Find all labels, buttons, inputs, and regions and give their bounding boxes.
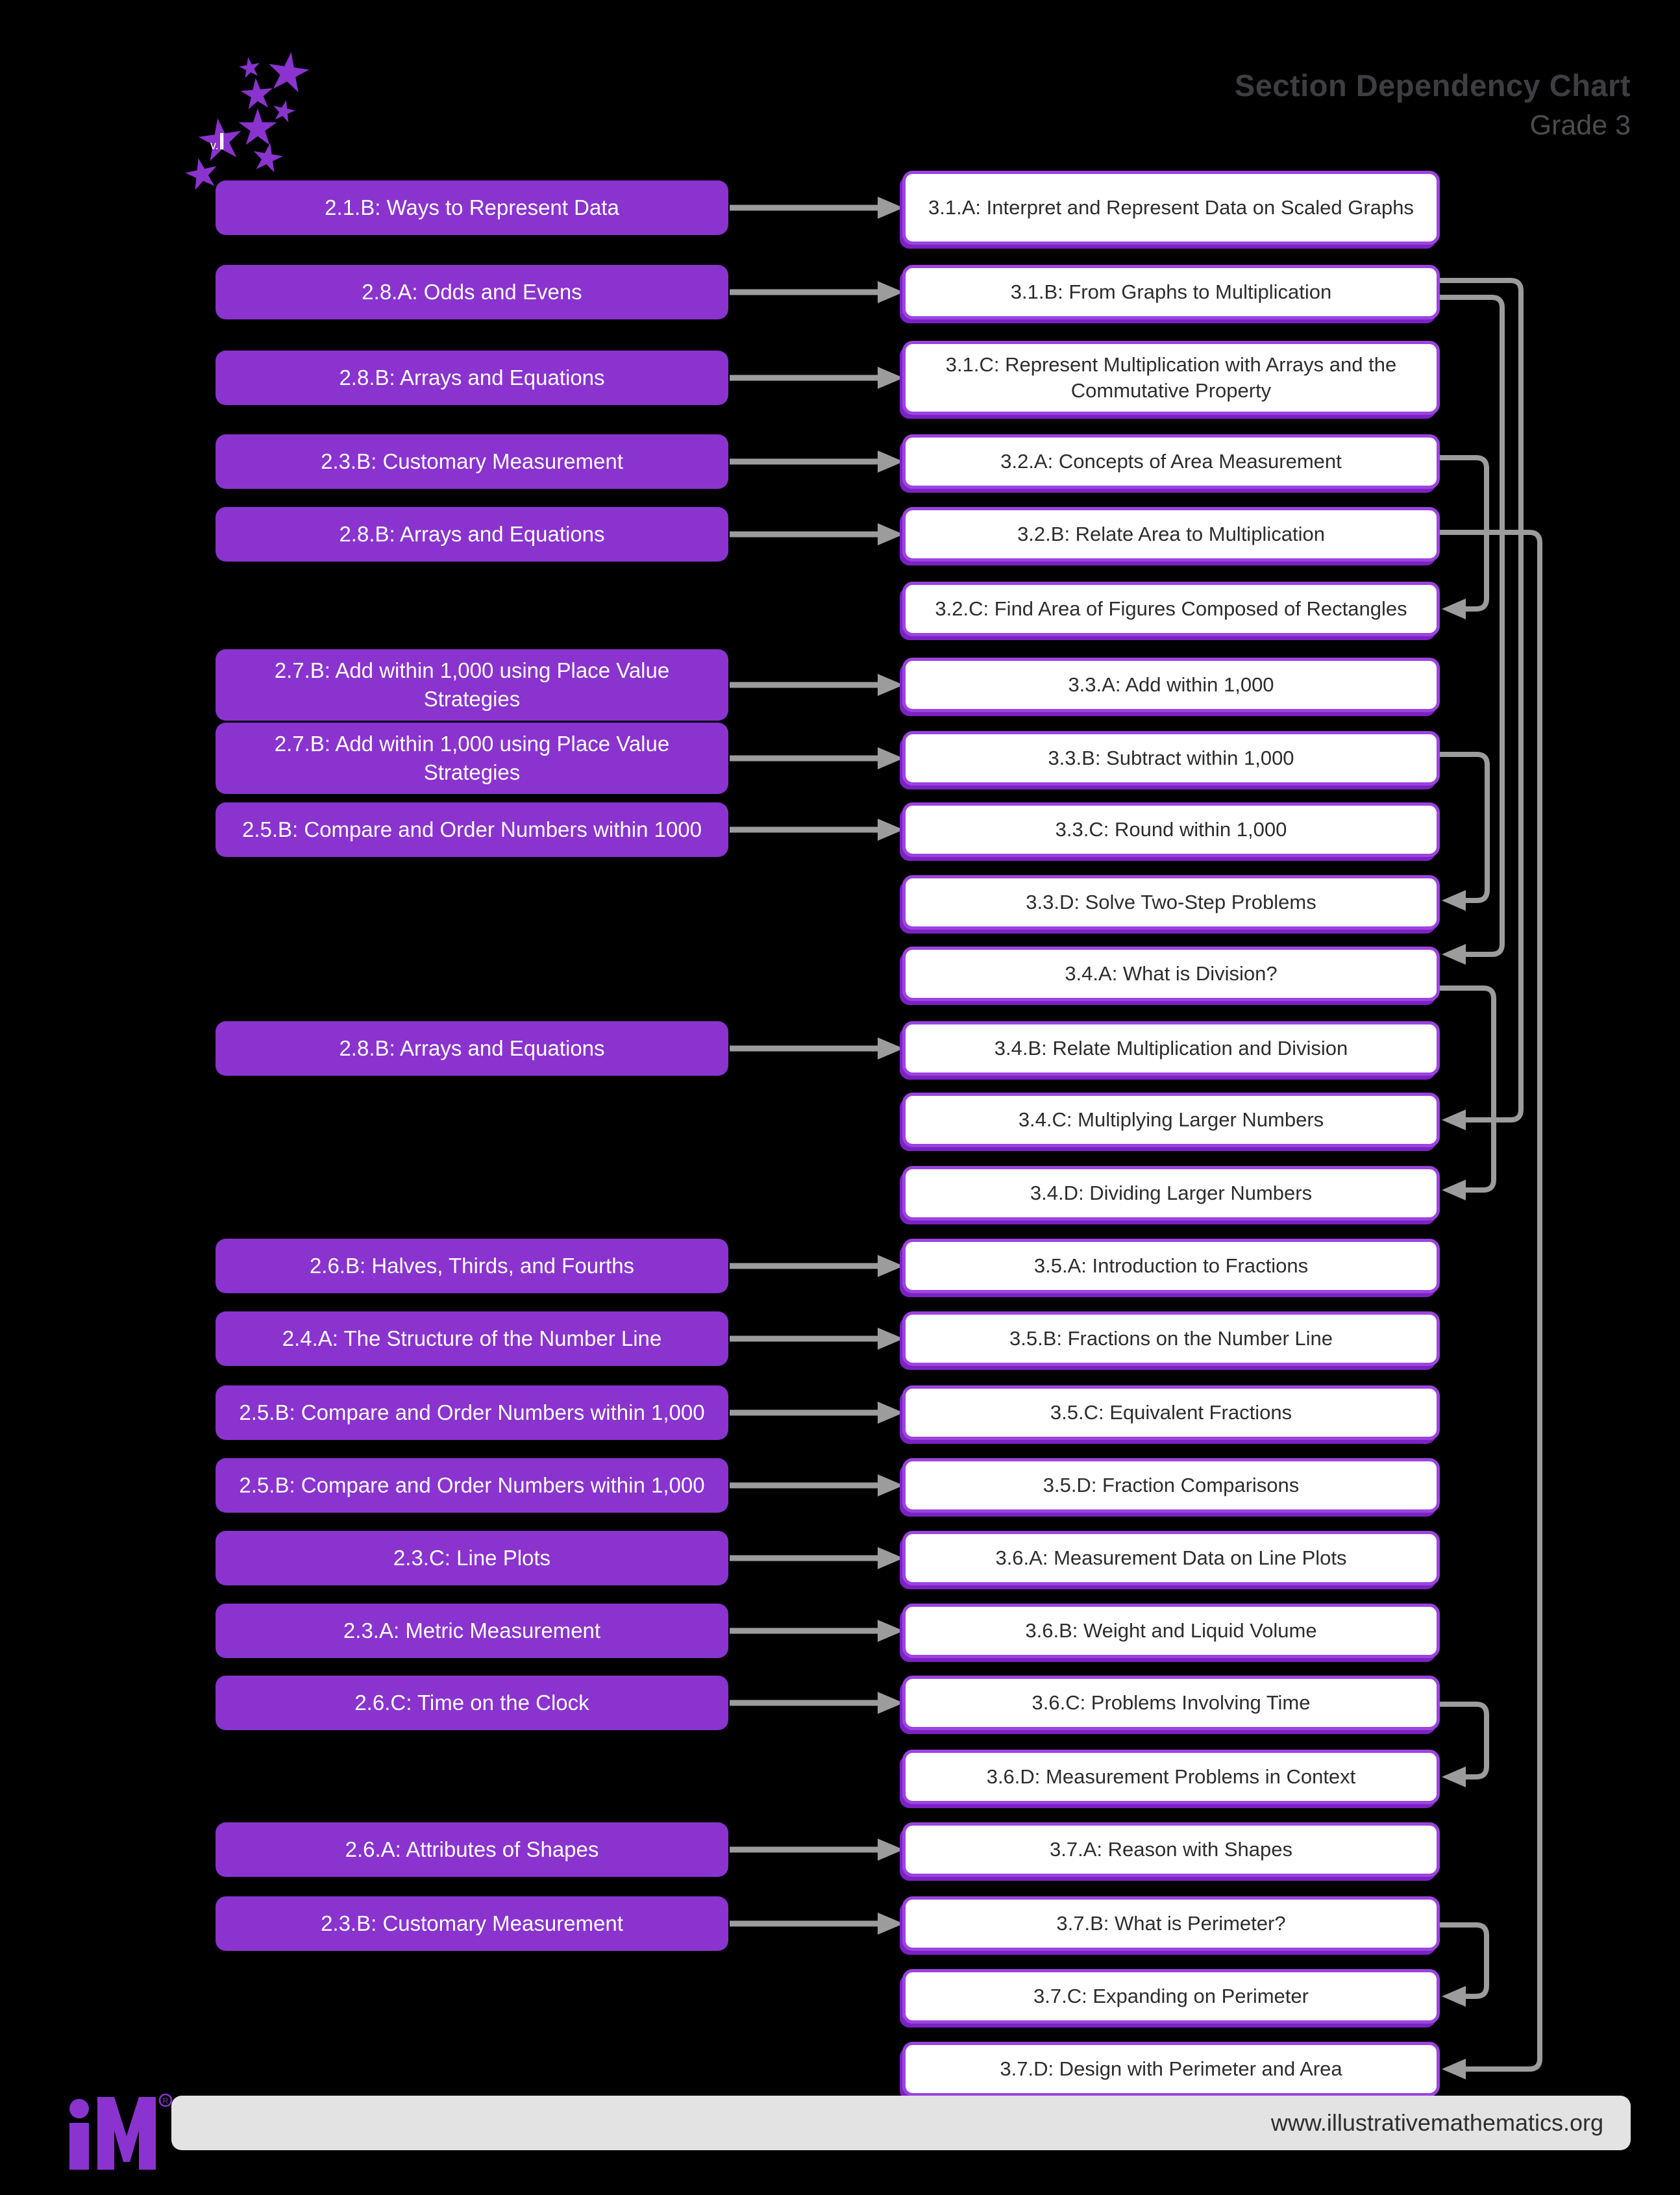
grade2-section-box: 2.8.B: Arrays and Equations — [216, 351, 728, 405]
grade3-section-box: 3.5.D: Fraction Comparisons — [902, 1458, 1440, 1513]
page-title: Section Dependency Chart — [1234, 68, 1631, 103]
grade3-section-box: 3.5.B: Fractions on the Number Line — [902, 1311, 1440, 1366]
dependency-arrowhead — [1442, 944, 1466, 965]
chart-header: Section Dependency Chart Grade 3 — [1235, 68, 1631, 142]
im-logo-m — [97, 2097, 156, 2170]
row-arrowhead — [878, 674, 904, 696]
grade3-section-box: 3.2.A: Concepts of Area Measurement — [902, 434, 1440, 489]
grade3-section-box: 3.6.B: Weight and Liquid Volume — [902, 1604, 1440, 1658]
grade3-section-box: 3.2.B: Relate Area to Multiplication — [902, 507, 1440, 562]
grade2-section-box: 2.8.B: Arrays and Equations — [216, 1021, 728, 1076]
registered-mark-icon — [158, 2093, 173, 2107]
grade3-section-box: 3.6.C: Problems Involving Time — [902, 1676, 1440, 1730]
grade3-section-box: 3.3.A: Add within 1,000 — [902, 658, 1440, 712]
dependency-arrowhead — [1442, 1180, 1466, 1200]
grade2-section-box: 2.4.A: The Structure of the Number Line — [216, 1311, 728, 1366]
row-arrowhead — [878, 367, 904, 389]
dependency-connector — [1440, 530, 1542, 2072]
im-logo-i-dot — [69, 2099, 89, 2118]
row-arrowhead — [878, 1328, 904, 1350]
grade3-section-box: 3.7.C: Expanding on Perimeter — [902, 1969, 1440, 2024]
dependency-connector — [1440, 295, 1505, 957]
grade3-section-box: 3.4.B: Relate Multiplication and Divisio… — [902, 1021, 1440, 1076]
dependency-connector — [1440, 986, 1496, 1193]
grade3-section-box: 3.4.A: What is Division? — [902, 947, 1440, 1001]
row-arrowhead — [878, 1474, 904, 1496]
grade3-section-box: 3.7.A: Reason with Shapes — [902, 1822, 1440, 1877]
star-icon — [240, 76, 275, 110]
row-arrowhead — [878, 1037, 904, 1060]
star-icon — [182, 155, 221, 192]
star-icon — [251, 140, 285, 174]
row-arrowhead — [878, 1402, 904, 1424]
grade3-section-box: 3.5.C: Equivalent Fractions — [902, 1385, 1440, 1440]
row-arrowhead — [878, 1547, 904, 1569]
row-arrowhead — [878, 1913, 904, 1935]
grade3-section-box: 3.3.D: Solve Two-Step Problems — [902, 875, 1440, 930]
dependency-connector — [1440, 278, 1524, 1122]
grade3-section-box: 3.1.B: From Graphs to Multiplication — [902, 265, 1440, 319]
star-icon — [238, 108, 277, 145]
grade2-section-box: 2.6.B: Halves, Thirds, and Fourths — [216, 1239, 728, 1293]
grade2-section-box: 2.3.A: Metric Measurement — [216, 1604, 728, 1658]
footer-url: www.illustrativemathematics.org — [1270, 2109, 1603, 2136]
dependency-arrowhead — [1442, 1110, 1466, 1130]
dependency-arrowhead — [1442, 599, 1466, 619]
registered-mark-letter: R — [163, 2096, 169, 2105]
grade2-section-box: 2.3.B: Customary Measurement — [216, 434, 728, 489]
grade2-section-box: 2.1.B: Ways to Represent Data — [216, 180, 728, 235]
grade2-section-box: 2.7.B: Add within 1,000 using Place Valu… — [216, 723, 728, 794]
dependency-arrowhead — [1442, 2059, 1466, 2079]
row-arrowhead — [878, 1839, 904, 1861]
grade2-section-box: 2.3.B: Customary Measurement — [216, 1896, 728, 1951]
star-icon — [266, 49, 312, 93]
grade2-section-box: 2.3.C: Line Plots — [216, 1531, 728, 1585]
dependency-arrowhead — [1442, 1986, 1466, 2007]
grade2-section-box: 2.8.A: Odds and Evens — [216, 265, 728, 319]
grade2-section-box: 2.6.C: Time on the Clock — [216, 1676, 728, 1730]
dependency-connector — [1440, 1702, 1489, 1780]
page-subtitle: Grade 3 — [1529, 110, 1631, 141]
dependency-arrowhead — [1442, 890, 1466, 911]
grade3-section-box: 3.3.B: Subtract within 1,000 — [902, 731, 1440, 786]
row-arrowhead — [878, 281, 904, 303]
grade3-section-box: 3.5.A: Introduction to Fractions — [902, 1239, 1440, 1293]
row-arrowhead — [878, 1692, 904, 1714]
row-arrowhead — [878, 819, 904, 841]
row-arrowhead — [878, 451, 904, 473]
im-logo-i-stem — [69, 2123, 89, 2170]
grade3-section-box: 3.6.D: Measurement Problems in Context — [902, 1750, 1440, 1804]
im-logo: R — [69, 2093, 173, 2170]
row-arrowhead — [878, 747, 904, 769]
row-arrowhead — [878, 1255, 904, 1277]
grade3-section-box: 3.7.D: Design with Perimeter and Area — [902, 2042, 1440, 2096]
row-arrowhead — [878, 1620, 904, 1642]
grade2-section-box: 2.5.B: Compare and Order Numbers within … — [216, 1458, 728, 1513]
footer-bar: www.illustrativemathematics.org — [171, 2096, 1631, 2150]
grade3-section-box: 3.1.A: Interpret and Represent Data on S… — [902, 171, 1440, 245]
grade3-section-box: 3.6.A: Measurement Data on Line Plots — [902, 1531, 1440, 1585]
grade2-section-box: 2.5.B: Compare and Order Numbers within … — [216, 802, 728, 857]
grade3-section-box: 3.7.B: What is Perimeter? — [902, 1896, 1440, 1951]
star-cluster-logo: v.I — [182, 49, 312, 192]
grade3-section-box: 3.4.C: Multiplying Larger Numbers — [902, 1093, 1440, 1147]
grade3-section-box: 3.4.D: Dividing Larger Numbers — [902, 1166, 1440, 1221]
star-badge-text: v.I — [210, 128, 225, 155]
row-arrowhead — [878, 197, 904, 219]
grade2-section-box: 2.6.A: Attributes of Shapes — [216, 1822, 728, 1877]
grade2-section-box: 2.7.B: Add within 1,000 using Place Valu… — [216, 649, 728, 721]
star-icon — [271, 97, 297, 123]
dependency-connector — [1440, 752, 1490, 903]
star-icon — [238, 55, 262, 79]
grade2-section-box: 2.8.B: Arrays and Equations — [216, 507, 728, 562]
grade3-section-box: 3.1.C: Represent Multiplication with Arr… — [902, 341, 1440, 415]
row-arrowhead — [878, 523, 904, 545]
dependency-connector — [1440, 1922, 1489, 1999]
grade3-section-box: 3.3.C: Round within 1,000 — [902, 802, 1440, 857]
grade3-section-box: 3.2.C: Find Area of Figures Composed of … — [902, 582, 1440, 636]
dependency-arrowhead — [1442, 1767, 1466, 1787]
grade2-section-box: 2.5.B: Compare and Order Numbers within … — [216, 1385, 728, 1440]
